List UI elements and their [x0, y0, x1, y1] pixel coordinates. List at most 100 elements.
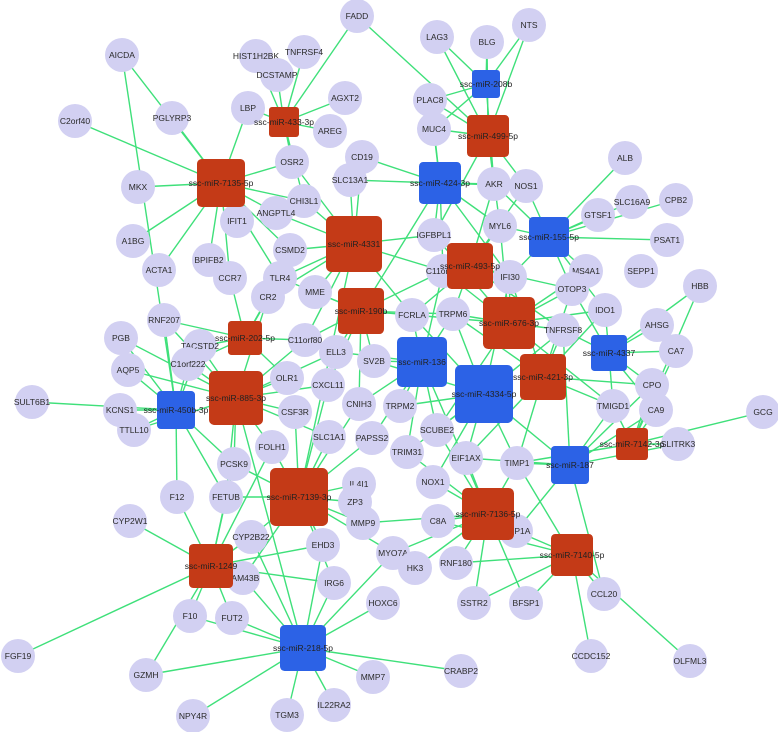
gene-node[interactable]: CYP2B22 [232, 520, 270, 554]
mirna-node-up[interactable]: ssc-miR-4331 [326, 216, 382, 272]
mirna-node-down[interactable]: ssc-miR-155-5p [519, 217, 579, 257]
gene-node[interactable]: OTOP3 [555, 272, 589, 306]
gene-node[interactable]: GCG [746, 395, 778, 429]
gene-node[interactable]: NPY4R [176, 699, 210, 732]
gene-node[interactable]: SLC16A9 [614, 185, 651, 219]
gene-node[interactable]: FCRLA [395, 298, 429, 332]
gene-node[interactable]: F12 [160, 480, 194, 514]
mirna-node-down[interactable]: ssc-miR-4334-5p [452, 365, 517, 423]
gene-node[interactable]: PCSK9 [217, 447, 251, 481]
gene-node[interactable]: OLR1 [270, 361, 304, 395]
gene-node[interactable]: TRPM2 [383, 389, 417, 423]
gene-node[interactable]: ACTA1 [142, 253, 176, 287]
mirna-node-up[interactable]: ssc-miR-190b [335, 288, 388, 334]
mirna-node-up[interactable]: ssc-miR-885-3p [206, 371, 266, 425]
gene-node[interactable]: RNF207 [147, 303, 181, 337]
gene-node[interactable]: FUT2 [215, 601, 249, 635]
gene-node[interactable]: AREG [313, 114, 347, 148]
gene-node[interactable]: DCSTAMP [257, 58, 298, 92]
gene-node[interactable]: AQP5 [111, 353, 145, 387]
gene-node[interactable]: C1orf222 [171, 347, 206, 381]
gene-node[interactable]: SLC1A1 [312, 420, 346, 454]
gene-node[interactable]: NTS [512, 8, 546, 42]
gene-node[interactable]: PLAC8 [413, 83, 447, 117]
gene-node[interactable]: ALB [608, 141, 642, 175]
gene-node[interactable]: CNIH3 [342, 387, 376, 421]
gene-node[interactable]: CPO [635, 368, 669, 402]
mirna-node-up[interactable]: ssc-miR-433-3p [254, 107, 314, 137]
mirna-node-up[interactable]: ssc-miR-421-3p [513, 354, 573, 400]
mirna-node-up[interactable]: ssc-miR-7142-3p [600, 428, 665, 460]
gene-node[interactable]: EIF1AX [449, 441, 483, 475]
gene-node[interactable]: MMP9 [346, 506, 380, 540]
gene-node[interactable]: CSMD2 [273, 233, 307, 267]
gene-node[interactable]: TRIM31 [390, 435, 424, 469]
gene-node[interactable]: IRG6 [317, 566, 351, 600]
gene-node[interactable]: PSAT1 [650, 223, 684, 257]
gene-node[interactable]: HBB [683, 269, 717, 303]
gene-node[interactable]: GZMH [129, 658, 163, 692]
gene-node[interactable]: EHD3 [306, 528, 340, 562]
gene-node[interactable]: CA9 [639, 393, 673, 427]
mirna-node-down[interactable]: ssc-miR-208b [460, 70, 513, 98]
gene-node[interactable]: MUC4 [417, 112, 451, 146]
gene-node[interactable]: NOS1 [509, 169, 543, 203]
gene-node[interactable]: CR2 [251, 280, 285, 314]
mirna-node-down[interactable]: ssc-miR-4337 [583, 335, 636, 371]
gene-node[interactable]: BFSP1 [509, 586, 543, 620]
mirna-node-down[interactable]: ssc-miR-450b-3p [144, 391, 209, 429]
mirna-node-up[interactable]: ssc-miR-7139-3p [267, 468, 332, 526]
gene-node[interactable]: CRABP2 [444, 654, 478, 688]
gene-node[interactable]: CHI3L1 [287, 184, 321, 218]
mirna-node-up[interactable]: ssc-miR-499-5p [458, 115, 518, 157]
gene-node[interactable]: MKX [121, 170, 155, 204]
gene-node[interactable]: LAG3 [420, 20, 454, 54]
gene-node[interactable]: MMP7 [356, 660, 390, 694]
gene-node[interactable]: C11orf80 [288, 323, 323, 357]
gene-node[interactable]: CCL20 [587, 577, 621, 611]
mirna-node-up[interactable]: ssc-miR-493-5p [440, 243, 500, 289]
gene-node[interactable]: TNFRSF8 [544, 313, 583, 347]
gene-node[interactable]: NOX1 [416, 465, 450, 499]
mirna-node-up[interactable]: ssc-miR-676-3p [479, 297, 539, 349]
gene-node[interactable]: IL22RA2 [317, 688, 351, 722]
mirna-node-up[interactable]: ssc-miR-202-5p [215, 321, 275, 355]
gene-node[interactable]: TNFRSF4 [285, 35, 324, 69]
gene-node[interactable]: TTLL10 [117, 413, 151, 447]
mirna-node-up[interactable]: ssc-miR-1249 [185, 544, 238, 588]
gene-node[interactable]: F10 [173, 599, 207, 633]
gene-node[interactable]: C2orf40 [58, 104, 92, 138]
gene-node[interactable]: SSTR2 [457, 586, 491, 620]
gene-node[interactable]: IFIT1 [220, 204, 254, 238]
gene-node[interactable]: RNF180 [439, 546, 473, 580]
gene-node[interactable]: CXCL11 [311, 368, 345, 402]
gene-node[interactable]: ANGPTL4 [257, 196, 296, 230]
gene-node[interactable]: AHSG [640, 308, 674, 342]
gene-node[interactable]: CSF3R [278, 395, 312, 429]
gene-node[interactable]: OSR2 [275, 145, 309, 179]
mirna-node-up[interactable]: ssc-miR-7140-5p [540, 534, 605, 576]
gene-node[interactable]: FETUB [209, 480, 243, 514]
gene-node[interactable]: TIMP1 [500, 446, 534, 480]
gene-node[interactable]: LBP [231, 91, 265, 125]
gene-node[interactable]: SEPP1 [624, 254, 658, 288]
gene-node[interactable]: IDO1 [588, 293, 622, 327]
gene-node[interactable]: FAM43B [226, 561, 260, 595]
mirna-node-up[interactable]: ssc-miR-7136-5p [456, 488, 521, 540]
gene-node[interactable]: GTSF1 [581, 198, 615, 232]
gene-node[interactable]: MYL6 [483, 209, 517, 243]
gene-node[interactable]: TGM3 [270, 698, 304, 732]
gene-node[interactable]: CCR7 [213, 261, 247, 295]
gene-node[interactable]: CPB2 [659, 183, 693, 217]
gene-node[interactable]: SULT6B1 [14, 385, 50, 419]
gene-node[interactable]: AKR [477, 167, 511, 201]
gene-node[interactable]: PGB [104, 321, 138, 355]
gene-node[interactable]: FADD [340, 0, 374, 33]
mirna-node-down[interactable]: ssc-miR-218-5p [273, 625, 333, 671]
mirna-node-down[interactable]: ssc-miR-187 [546, 446, 594, 484]
gene-node[interactable]: CYP2W1 [113, 504, 148, 538]
gene-node[interactable]: OLFML3 [673, 644, 707, 678]
gene-node[interactable]: IFI30 [493, 260, 527, 294]
gene-node[interactable]: SCUBE2 [420, 413, 454, 447]
gene-node[interactable]: FOLH1 [255, 430, 289, 464]
